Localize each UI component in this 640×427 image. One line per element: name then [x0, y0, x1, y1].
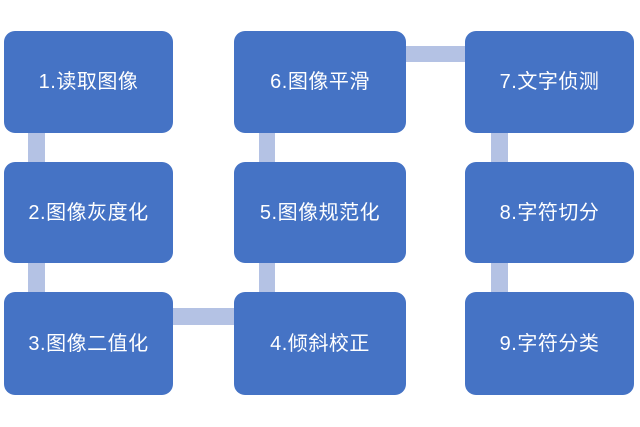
flow-node-label: 9.字符分类 [499, 332, 600, 355]
flow-node-smoothing: 6.图像平滑 [234, 31, 406, 133]
connector-1-2 [28, 133, 45, 162]
flow-node-read-image: 1.读取图像 [4, 31, 173, 133]
connector-8-9 [491, 263, 508, 292]
connector-4-5 [259, 263, 275, 292]
connector-2-3 [28, 263, 45, 292]
connector-5-6 [259, 133, 275, 162]
flow-node-grayscale: 2.图像灰度化 [4, 162, 173, 263]
connector-6-7 [406, 46, 465, 62]
flow-node-skew-correction: 4.倾斜校正 [234, 292, 406, 395]
connector-7-8 [491, 133, 508, 162]
flow-node-char-classification: 9.字符分类 [465, 292, 634, 395]
flow-node-label: 7.文字侦测 [499, 71, 600, 93]
flow-node-text-detection: 7.文字侦测 [465, 31, 634, 133]
flow-node-char-segmentation: 8.字符切分 [465, 162, 634, 263]
connector-3-4 [173, 308, 234, 325]
flow-node-label: 4.倾斜校正 [270, 332, 370, 355]
flow-node-label: 6.图像平滑 [270, 71, 370, 93]
flow-node-normalization: 5.图像规范化 [234, 162, 406, 263]
flow-node-binarization: 3.图像二值化 [4, 292, 173, 395]
flow-node-label: 2.图像灰度化 [28, 201, 149, 224]
flow-node-label: 8.字符切分 [499, 201, 600, 224]
flow-node-label: 5.图像规范化 [259, 201, 381, 224]
flow-node-label: 3.图像二值化 [28, 332, 149, 355]
flow-node-label: 1.读取图像 [38, 71, 139, 93]
